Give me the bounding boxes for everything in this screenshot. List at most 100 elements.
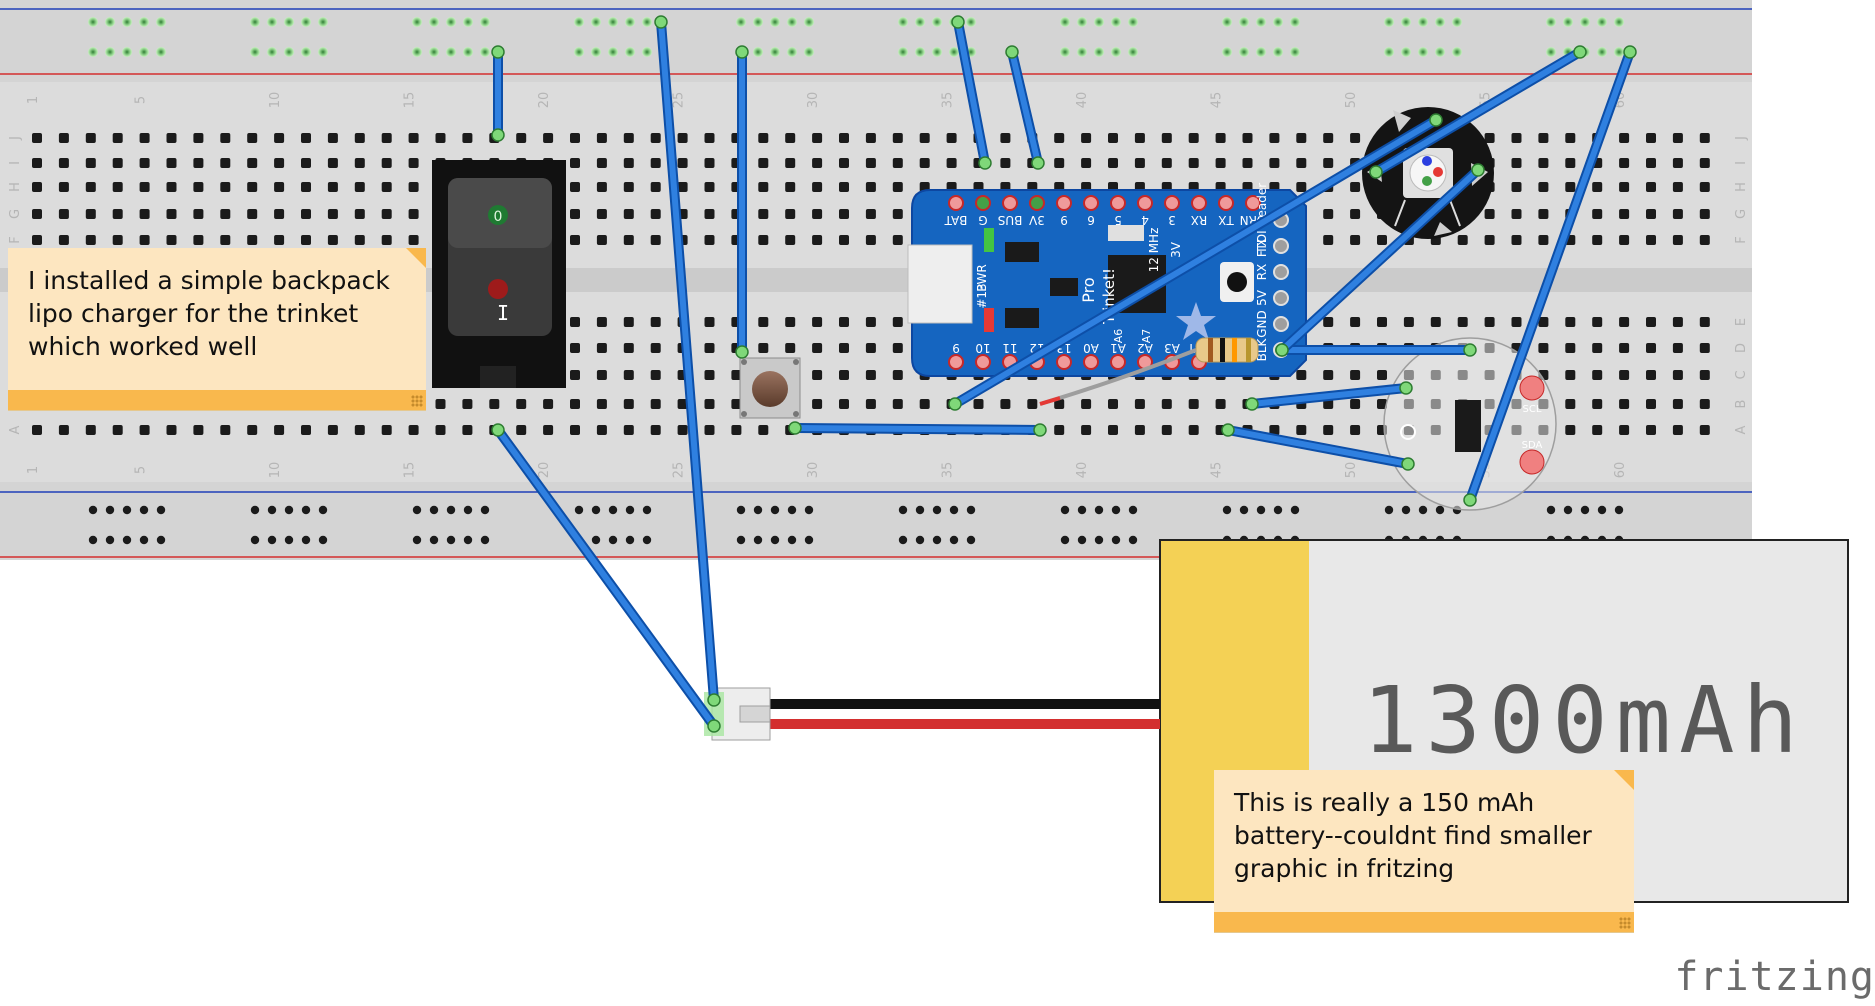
wire-endpoint[interactable]: [491, 45, 505, 59]
reset-button[interactable]: [1227, 272, 1247, 292]
trinket-top-pin: [1083, 195, 1099, 211]
breadboard-hole: [1296, 182, 1307, 192]
breadboard-hole: [650, 235, 661, 245]
wire-endpoint[interactable]: [1401, 457, 1415, 471]
wire-endpoint[interactable]: [1221, 423, 1235, 437]
jumper-wire[interactable]: [658, 19, 717, 703]
breadboard-hole: [1000, 158, 1011, 168]
breadboard-hole: [112, 235, 123, 245]
jumper-wire[interactable]: [1009, 49, 1041, 166]
breadboard-hole: [865, 182, 876, 192]
jumper-wire[interactable]: [1279, 167, 1481, 353]
breadboard-hole: [1619, 133, 1630, 143]
jumper-wire[interactable]: [952, 117, 1439, 407]
breadboard-hole: [32, 235, 42, 245]
wire-endpoint[interactable]: [735, 345, 749, 359]
wire-endpoint[interactable]: [707, 719, 721, 733]
breadboard-hole: [139, 425, 150, 435]
breadboard-hole: [1134, 399, 1145, 409]
wire-endpoint[interactable]: [1245, 397, 1259, 411]
power-rail-hole: [898, 47, 908, 57]
battery-note[interactable]: This is really a 150 mAh battery--couldn…: [1214, 770, 1634, 932]
jumper-wire[interactable]: [1225, 427, 1411, 467]
power-rail-hole: [753, 535, 763, 545]
pushbutton-cap: [752, 371, 788, 407]
trinket-bottom-pin-label: A1: [1110, 341, 1126, 355]
breadboard-hole: [570, 370, 580, 380]
wire-endpoint[interactable]: [707, 693, 721, 707]
breadboard-hole: [596, 317, 607, 327]
breadboard-hole: [704, 425, 715, 435]
wire-endpoint[interactable]: [1471, 163, 1485, 177]
note-resize-grip[interactable]: [1619, 917, 1631, 929]
breadboard-hole: [1161, 133, 1172, 143]
wire-endpoint[interactable]: [1005, 45, 1019, 59]
breadboard-hole: [1054, 158, 1065, 168]
breadboard-hole: [274, 158, 285, 168]
charger-note[interactable]: I installed a simple backpack lipo charg…: [8, 248, 426, 410]
breadboard-hole: [865, 343, 876, 353]
breadboard-hole: [1699, 158, 1710, 168]
wire-endpoint[interactable]: [735, 45, 749, 59]
power-rail-hole: [1128, 535, 1138, 545]
wire-endpoint[interactable]: [1573, 45, 1587, 59]
pushbutton[interactable]: [739, 357, 801, 419]
jumper-wire[interactable]: [792, 425, 1043, 433]
jumper-wire[interactable]: [1467, 49, 1633, 503]
power-rail-hole: [1384, 505, 1394, 515]
column-number: 50: [1344, 92, 1359, 109]
wire-endpoint[interactable]: [951, 15, 965, 29]
breadboard-hole: [758, 158, 769, 168]
breadboard-hole: [839, 399, 849, 409]
breadboard-hole: [1188, 158, 1199, 168]
power-rail-hole: [139, 17, 149, 27]
wire-endpoint[interactable]: [978, 156, 992, 170]
breadboard-hole: [516, 425, 527, 435]
wire-endpoint[interactable]: [491, 423, 505, 437]
jumper-wire[interactable]: [1373, 49, 1583, 175]
power-rail-hole: [608, 17, 618, 27]
wire-endpoint[interactable]: [491, 128, 505, 142]
row-letter: B: [1734, 400, 1749, 409]
battery-leads: [704, 687, 1160, 741]
jumper-wire[interactable]: [1249, 385, 1409, 407]
trinket-top-pin-label: RX: [1191, 213, 1208, 227]
wire-endpoint[interactable]: [1369, 165, 1383, 179]
trinket-side-pin: [1273, 316, 1289, 332]
wire-endpoint[interactable]: [788, 421, 802, 435]
wire-endpoint[interactable]: [1463, 493, 1477, 507]
breadboard-hole: [1699, 425, 1710, 435]
row-letter: G: [8, 209, 23, 219]
note-resize-grip[interactable]: [411, 395, 423, 407]
breadboard-hole: [247, 182, 258, 192]
rocker-switch[interactable]: 0 I: [432, 160, 566, 388]
jumper-wire[interactable]: [495, 427, 717, 729]
led-lens: [1409, 154, 1447, 192]
wire-endpoint[interactable]: [1031, 156, 1045, 170]
power-rail-hole: [480, 47, 490, 57]
column-number: 45: [1210, 92, 1225, 109]
breadboard-hole: [570, 182, 580, 192]
wire-endpoint[interactable]: [654, 15, 668, 29]
breadboard-hole: [596, 425, 607, 435]
wire-endpoint[interactable]: [1463, 343, 1477, 357]
breadboard-hole: [839, 317, 849, 327]
breadboard-hole: [1699, 182, 1710, 192]
wire-endpoint[interactable]: [1399, 381, 1413, 395]
wire-endpoint[interactable]: [1623, 45, 1637, 59]
trinket-side-pin: [1273, 264, 1289, 280]
breadboard-hole: [785, 182, 796, 192]
breadboard-hole: [1646, 317, 1656, 327]
breadboard-hole: [812, 133, 823, 143]
wire-endpoint[interactable]: [1275, 343, 1289, 357]
sensor-breakout[interactable]: SCL SDA: [1383, 337, 1557, 511]
breadboard-hole: [812, 317, 823, 327]
resistor-lead-red: [1039, 396, 1061, 406]
breadboard-hole: [785, 317, 796, 327]
wire-endpoint[interactable]: [1429, 113, 1443, 127]
wire-endpoint[interactable]: [1033, 423, 1047, 437]
wire-endpoint[interactable]: [948, 397, 962, 411]
jumper-wire[interactable]: [955, 19, 988, 166]
breadboard-hole: [919, 399, 930, 409]
pro-trinket-board[interactable]: BATGBUS3V96543RXTXGRN910111213A0A1A2A3RS…: [907, 183, 1307, 377]
